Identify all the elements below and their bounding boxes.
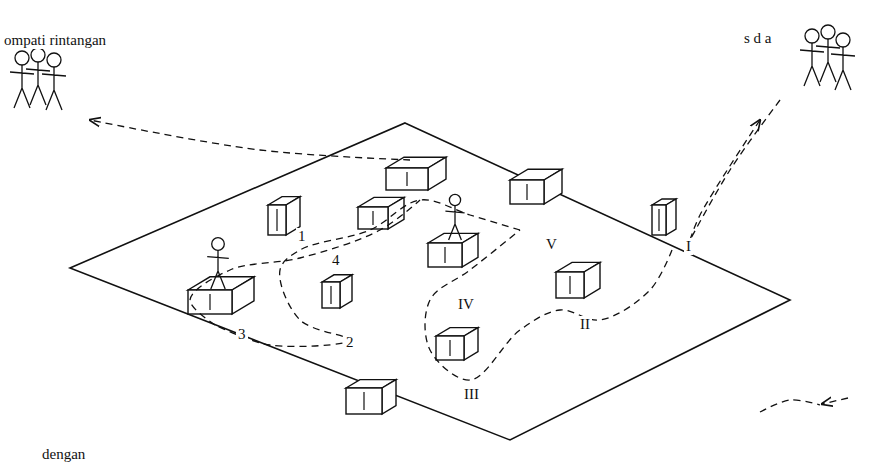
route-dashed [90, 120, 410, 160]
person-figure [816, 25, 840, 82]
box-obstacle [428, 233, 478, 267]
note-text: s d a [742, 30, 774, 47]
box-obstacle [346, 380, 396, 414]
person-figure [445, 194, 464, 240]
arrow-fragment [822, 398, 848, 404]
floor-area [70, 123, 790, 440]
box-obstacle [322, 275, 352, 308]
caption-text: dengan [40, 446, 87, 463]
route-dashed [190, 200, 420, 325]
person-figure [10, 51, 34, 108]
person-figure [831, 33, 855, 90]
person-figure [800, 29, 824, 86]
box-obstacle [510, 169, 562, 204]
route-dashed [760, 400, 820, 412]
route-dashed [690, 120, 760, 240]
box-obstacle [556, 262, 600, 298]
callout-number: 3 [236, 326, 248, 343]
station-number: I [684, 238, 693, 255]
box-obstacle [652, 199, 676, 235]
route-dashed [425, 230, 672, 380]
person-figure [26, 48, 50, 105]
callout-number: 4 [330, 252, 342, 269]
station-number: III [462, 386, 481, 403]
person-figure [207, 238, 229, 289]
person-figure [42, 53, 66, 110]
box-obstacle [358, 197, 404, 229]
box-obstacle [436, 328, 478, 360]
station-number: II [578, 316, 592, 333]
station-number: V [544, 236, 559, 253]
route-dashed [690, 100, 780, 240]
box-obstacle [386, 157, 446, 190]
station-number: IV [456, 296, 476, 313]
callout-number: 1 [296, 228, 308, 245]
caption-text: ompati rintangan [2, 32, 108, 49]
route-dashed [215, 200, 520, 347]
callout-number: 2 [344, 334, 356, 351]
box-obstacle [188, 277, 254, 314]
